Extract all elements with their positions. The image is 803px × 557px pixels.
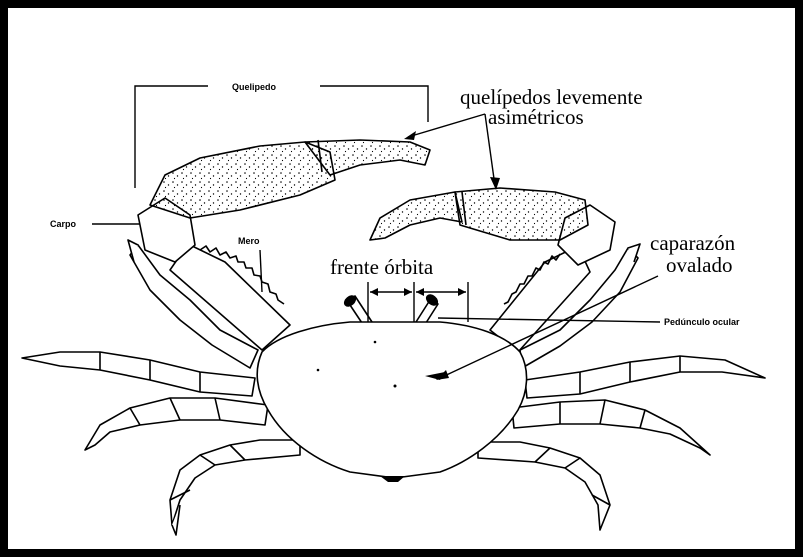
label-caparazon-line2: ovalado: [666, 253, 732, 277]
label-frente-orbita: frente órbita: [330, 255, 434, 279]
label-carpo: Carpo: [50, 219, 77, 229]
label-quelipedos-line2: asimétricos: [488, 105, 584, 129]
label-quelipedo: Quelipedo: [232, 82, 277, 92]
label-pedunculo-ocular: Pedúnculo ocular: [664, 317, 740, 327]
label-caparazon-line1: caparazón: [650, 231, 736, 255]
eyestalks: [343, 293, 439, 326]
quelipedo-bracket-right: [320, 86, 428, 122]
label-mero: Mero: [238, 236, 260, 246]
